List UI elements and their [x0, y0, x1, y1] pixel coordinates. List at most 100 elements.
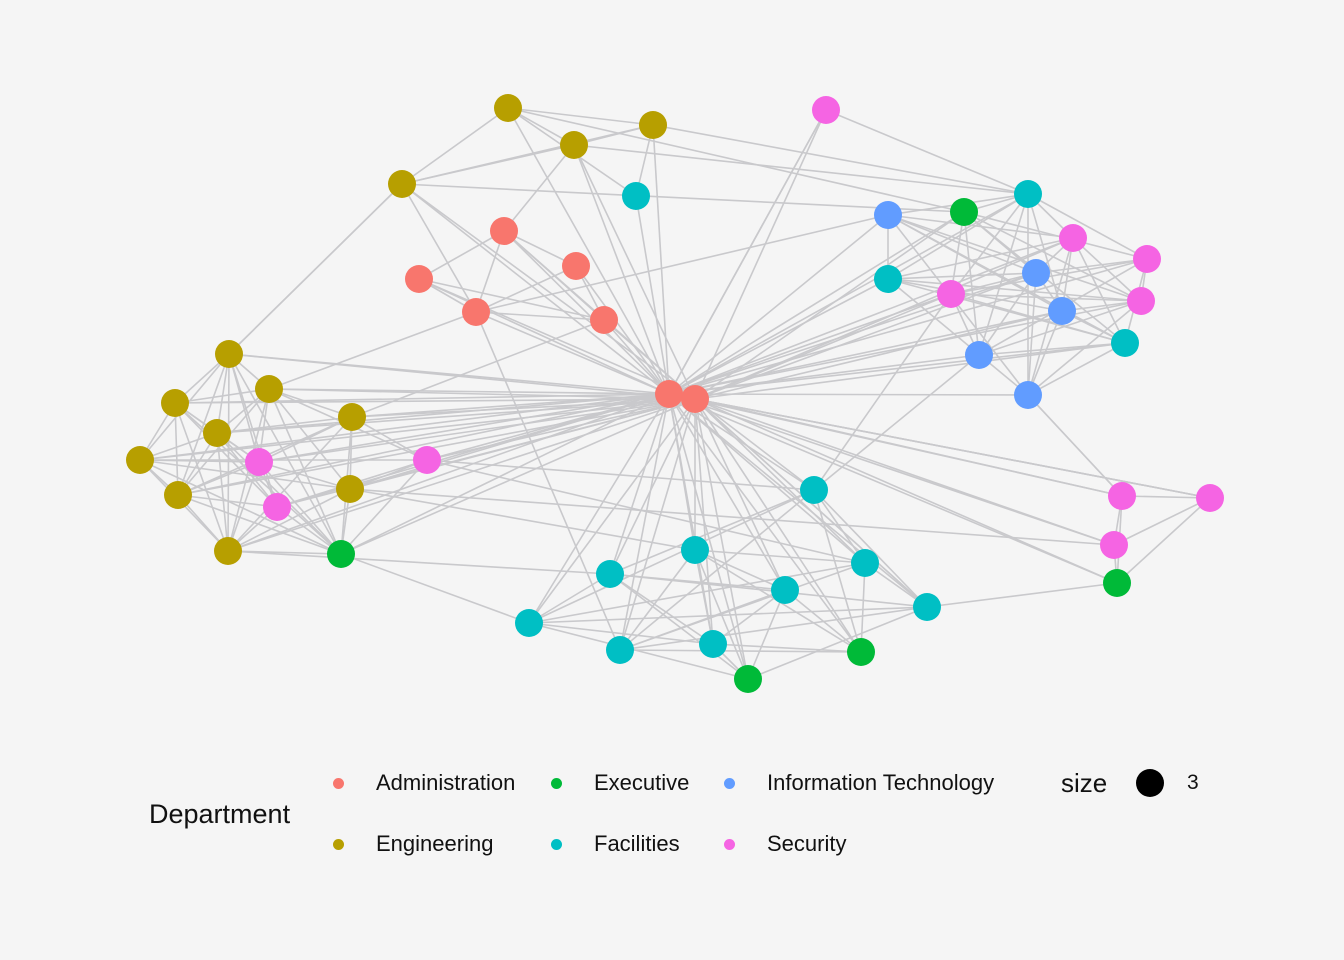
network-edge — [216, 432, 229, 552]
network-edge — [712, 643, 862, 653]
network-edge — [139, 398, 696, 461]
network-edge — [1027, 300, 1142, 396]
network-edge — [694, 109, 827, 400]
network-edge — [340, 398, 696, 555]
network-edge — [887, 278, 1142, 302]
network-edge — [603, 319, 696, 400]
legend-key-facilities — [551, 838, 562, 850]
network-edge — [694, 398, 866, 564]
network-edge — [619, 398, 696, 651]
network-edge — [349, 488, 1115, 546]
network-edge — [1121, 495, 1211, 499]
legend-key-engineering — [333, 838, 344, 850]
network-edge — [978, 272, 1037, 356]
network-edge — [228, 353, 342, 555]
network-node-facilities — [800, 476, 828, 504]
network-edge — [619, 393, 670, 651]
network-node-security — [937, 280, 965, 308]
network-node-security — [245, 448, 273, 476]
network-edge — [227, 416, 353, 552]
network-edge — [174, 388, 270, 404]
network-edge — [1035, 258, 1148, 274]
network-node-administration — [405, 265, 433, 293]
network-edge — [418, 278, 670, 395]
legend-title: Department — [149, 799, 291, 829]
network-edge — [340, 459, 428, 555]
legend-label: Information Technology — [767, 770, 995, 795]
network-edge — [950, 293, 1142, 302]
network-edge — [887, 193, 1029, 280]
network-edge — [177, 494, 342, 555]
size-legend-title: size — [1061, 768, 1108, 798]
network-edge — [258, 461, 351, 490]
network-node-facilities — [699, 630, 727, 658]
network-edge — [652, 124, 670, 395]
network-edge — [227, 488, 351, 552]
network-edge — [668, 278, 889, 395]
network-edge — [401, 124, 654, 185]
network-edge — [1072, 237, 1142, 302]
network-edge — [418, 278, 696, 400]
network-edge — [507, 107, 670, 395]
network-edge — [528, 606, 928, 624]
network-edge — [1027, 193, 1148, 260]
network-node-engineering — [164, 481, 192, 509]
network-edge — [926, 582, 1118, 608]
network-edge — [825, 109, 1029, 195]
network-edge — [1027, 394, 1123, 497]
network-edge — [528, 393, 670, 624]
network-edge — [475, 311, 621, 651]
network-edge — [813, 489, 862, 653]
network-edge — [694, 398, 862, 653]
network-edge — [668, 342, 1126, 395]
network-edge — [887, 278, 1029, 396]
network-edge — [475, 311, 605, 321]
network-edge — [694, 398, 1115, 546]
network-edge — [174, 402, 342, 555]
network-edge — [228, 183, 403, 355]
network-nodes — [126, 94, 1224, 693]
network-edge — [401, 183, 965, 213]
network-node-engineering — [494, 94, 522, 122]
network-edge — [813, 489, 928, 608]
network-edge — [227, 398, 696, 552]
network-node-engineering — [336, 475, 364, 503]
network-node-facilities — [1014, 180, 1042, 208]
network-node-engineering — [639, 111, 667, 139]
network-edge — [1027, 272, 1037, 396]
network-node-administration — [562, 252, 590, 280]
legend-item-engineering: Engineering — [333, 829, 493, 859]
network-edge — [227, 461, 260, 552]
network-edge — [668, 393, 786, 591]
network-node-security — [812, 96, 840, 124]
network-edge — [426, 459, 866, 564]
network-edge — [1027, 342, 1126, 396]
network-edge — [963, 211, 1148, 260]
network-edge — [351, 416, 428, 461]
network-edge — [401, 183, 670, 395]
network-edge — [475, 214, 889, 313]
network-edge — [694, 549, 714, 645]
network-edge — [668, 211, 965, 395]
network-node-facilities — [515, 609, 543, 637]
network-node-executive — [734, 665, 762, 693]
network-edge — [694, 342, 1126, 400]
network-edge — [507, 107, 965, 213]
network-node-security — [413, 446, 441, 474]
legend-key-security — [724, 838, 735, 850]
network-edge — [747, 606, 928, 680]
network-edge — [528, 562, 866, 624]
network-node-security — [1108, 482, 1136, 510]
network-edge — [475, 230, 505, 313]
legend-item-administration: Administration — [333, 768, 515, 798]
network-edge — [351, 319, 605, 418]
size-legend-key — [1136, 769, 1164, 797]
network-node-administration — [462, 298, 490, 326]
network-node-security — [1100, 531, 1128, 559]
network-edge — [619, 489, 815, 651]
network-edge — [216, 432, 278, 508]
network-edge — [227, 550, 611, 575]
network-node-engineering — [255, 375, 283, 403]
legend-label: Facilities — [594, 831, 680, 856]
network-edge — [216, 398, 696, 434]
